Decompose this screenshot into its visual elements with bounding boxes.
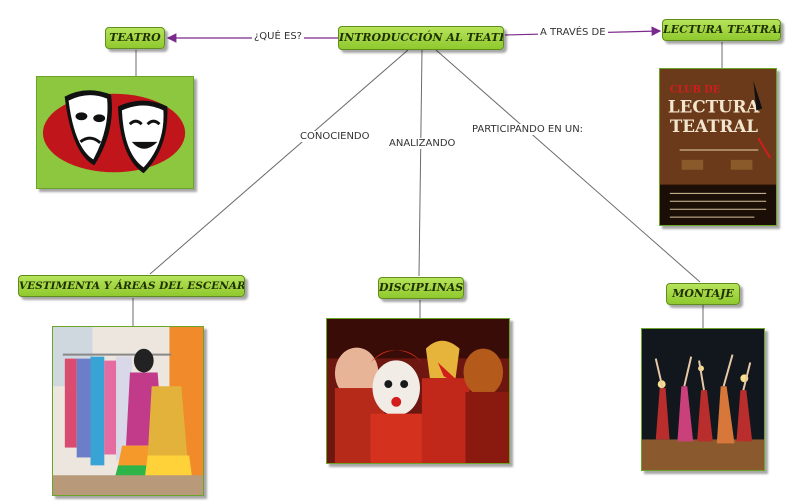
link-analizando <box>418 49 423 277</box>
node-vestimenta[interactable]: VESTIMENTA Y ÁREAS DEL ESCENARIO <box>18 275 245 297</box>
theater-masks-image <box>36 76 194 189</box>
lectura-teatral-poster-image: CLUB DE LECTURA TEATRAL <box>659 68 777 226</box>
node-teatro[interactable]: TEATRO <box>105 27 165 49</box>
poster-club-text: CLUB DE <box>670 85 720 96</box>
link-label-participando: PARTICIPANDO EN UN: <box>470 124 586 135</box>
node-montaje[interactable]: MONTAJE <box>666 283 740 305</box>
poster-teatral-text: TEATRAL <box>670 116 758 136</box>
stage-dancers-photo <box>641 328 765 471</box>
masked-actors-photo <box>326 318 510 464</box>
link-conociendo <box>149 49 409 275</box>
link-label-conociendo: CONOCIENDO <box>298 131 372 142</box>
link-label-analizando: ANALIZANDO <box>387 138 458 149</box>
tragedy-mask-icon <box>64 90 112 166</box>
costumes-rack-photo <box>52 326 204 496</box>
link-label-a-traves-de: A TRAVÉS DE <box>538 27 608 38</box>
link-participando <box>435 49 701 283</box>
node-disciplinas[interactable]: DISCIPLINAS <box>378 277 464 299</box>
comedy-mask-icon <box>117 100 168 174</box>
node-introduccion-al-teatro[interactable]: INTRODUCCIÓN AL TEATRO <box>338 26 504 50</box>
node-lectura-teatral[interactable]: LECTURA TEATRAL <box>662 19 781 41</box>
poster-lectura-text: LECTURA <box>668 96 761 116</box>
link-label-que-es: ¿QUÉ ES? <box>252 31 304 42</box>
